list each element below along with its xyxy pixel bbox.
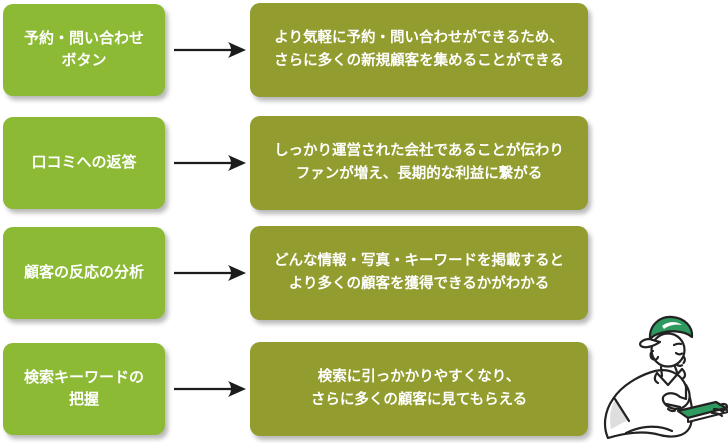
benefit-box-search-keywords: 検索に引っかかりやすくなり、 さらに多くの顧客に見てもらえる [250,342,588,436]
flow-row-reaction-analysis: 顧客の反応の分析 どんな情報・写真・キーワードを掲載すると より多くの顧客を獲得… [0,226,728,320]
flow-row-reservation-button: 予約・問い合わせ ボタン より気軽に予約・問い合わせができるため、 さらに多くの… [0,3,728,97]
feature-box-reservation-button: 予約・問い合わせ ボタン [3,4,165,96]
benefit-box-reaction-analysis: どんな情報・写真・キーワードを掲載すると より多くの顧客を獲得できるかがわかる [250,226,588,320]
feature-box-search-keywords: 検索キーワードの 把握 [3,343,165,435]
feature-label: 口コミへの返答 [31,153,137,171]
benefit-text: より気軽に予約・問い合わせができるため、 さらに多くの新規顧客を集めることができ… [274,29,564,69]
person-with-tablet-illustration [603,315,728,440]
benefit-text: 検索に引っかかりやすくなり、 さらに多くの顧客に見てもらえる [310,368,528,408]
feature-label: 顧客の反応の分析 [23,263,144,281]
right-arrow-icon [167,117,249,209]
benefit-text: どんな情報・写真・キーワードを掲載すると より多くの顧客を獲得できるかがわかる [274,252,564,292]
feature-box-review-reply: 口コミへの返答 [3,117,165,209]
feature-label: 検索キーワードの 把握 [23,368,144,409]
feature-label: 予約・問い合わせ ボタン [23,29,144,70]
flow-row-review-reply: 口コミへの返答 しっかり運営された会社であることが伝わり ファンが増え、長期的な… [0,116,728,210]
feature-box-reaction-analysis: 顧客の反応の分析 [3,227,165,319]
flow-row-search-keywords: 検索キーワードの 把握 検索に引っかかりやすくなり、 さらに多くの顧客に見てもら… [0,342,728,436]
right-arrow-icon [167,227,249,319]
benefit-text: しっかり運営された会社であることが伝わり ファンが増え、長期的な利益に繋がる [274,142,564,182]
benefit-box-review-reply: しっかり運営された会社であることが伝わり ファンが増え、長期的な利益に繋がる [250,116,588,210]
right-arrow-icon [167,343,249,435]
right-arrow-icon [167,4,249,96]
benefit-box-reservation-button: より気軽に予約・問い合わせができるため、 さらに多くの新規顧客を集めることができ… [250,3,588,97]
